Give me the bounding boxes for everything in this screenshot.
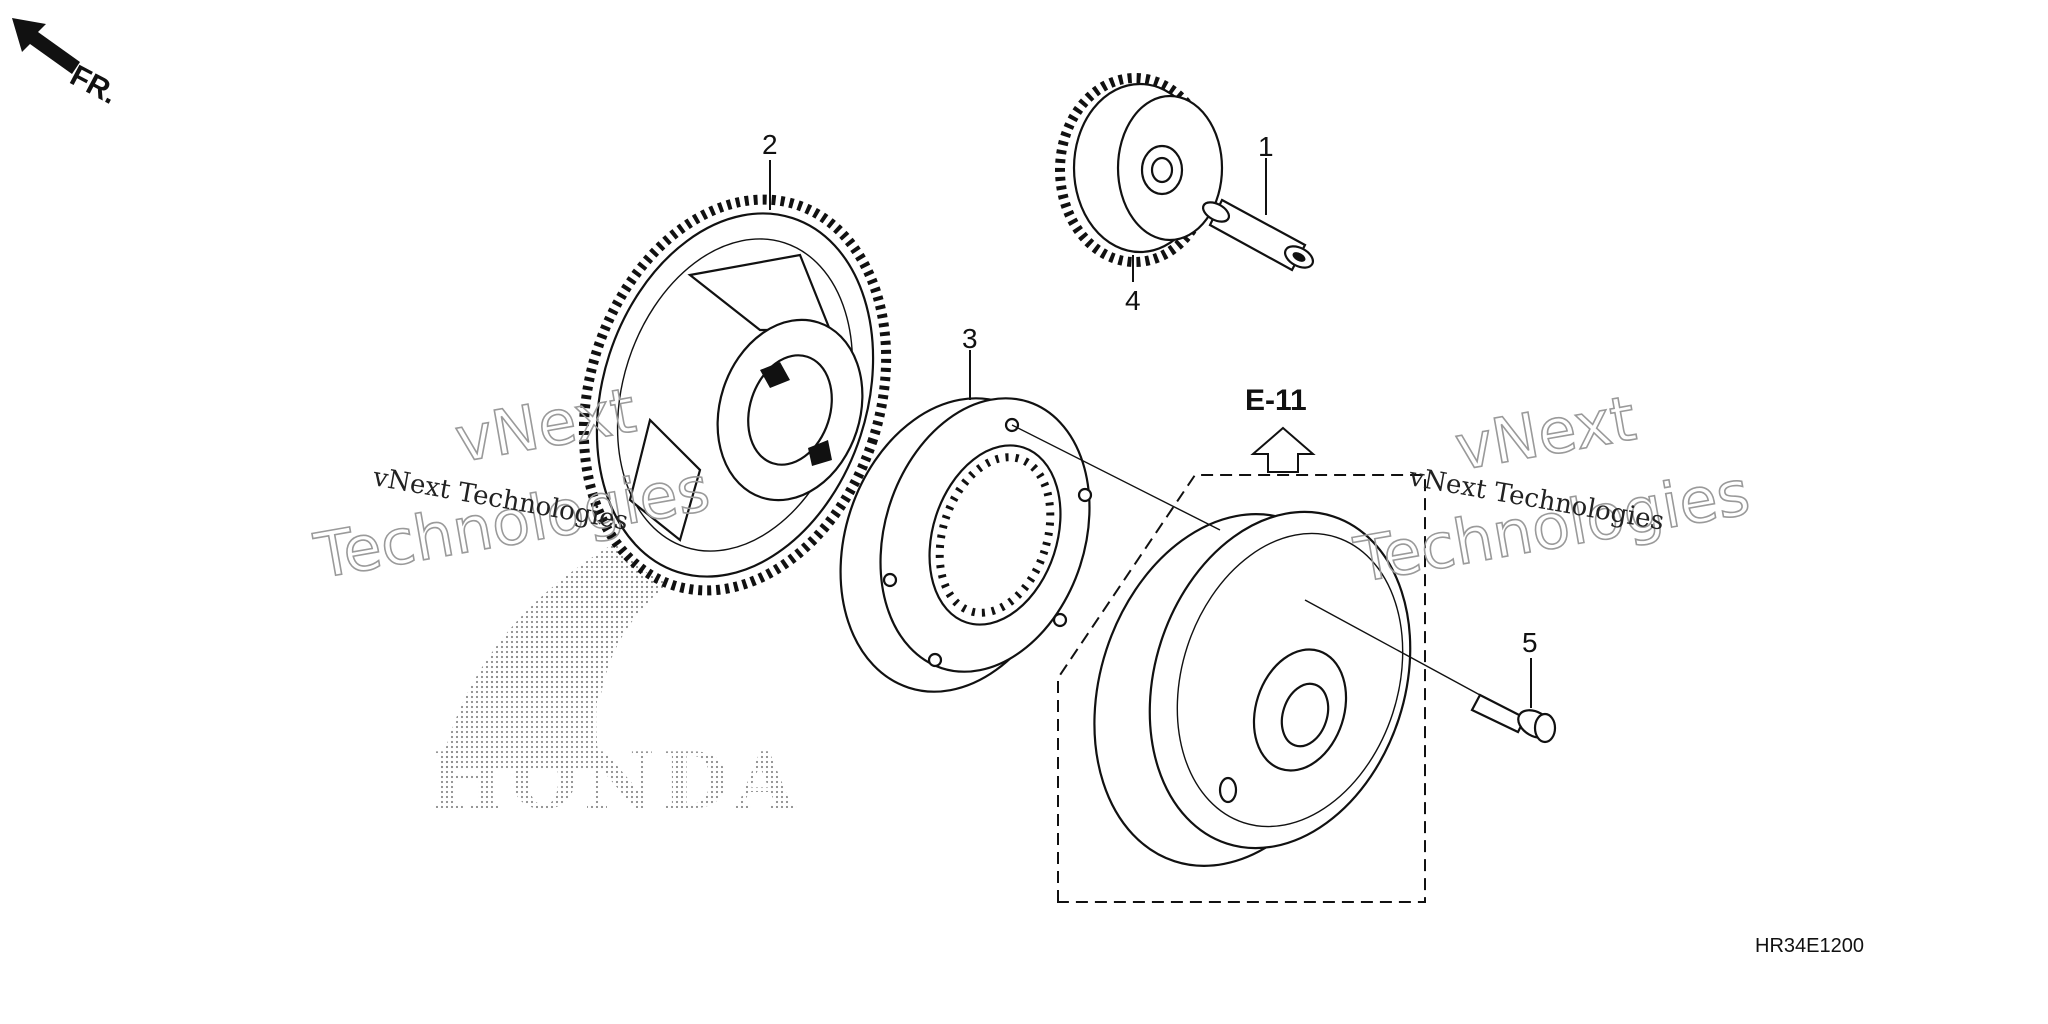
reduction-gear bbox=[1055, 73, 1224, 267]
up-arrow-icon bbox=[1250, 426, 1316, 473]
callout-5: 5 bbox=[1522, 627, 1538, 658]
flange-bolt bbox=[1470, 693, 1557, 744]
diagram-code: HR34E1200 bbox=[1755, 935, 1864, 957]
reference-label[interactable]: E-11 bbox=[1245, 384, 1307, 417]
front-direction-arrow-icon bbox=[12, 18, 80, 74]
starter-one-way-clutch bbox=[839, 397, 1093, 693]
flywheel-reference bbox=[1057, 474, 1426, 903]
callout-4: 4 bbox=[1125, 285, 1141, 316]
leader-lines bbox=[769, 158, 1532, 708]
starter-driven-gear bbox=[578, 194, 892, 596]
callout-3: 3 bbox=[962, 323, 978, 354]
shaft bbox=[1201, 198, 1315, 272]
callout-2: 2 bbox=[762, 129, 778, 160]
callout-1: 1 bbox=[1258, 131, 1274, 162]
honda-logo-text: HONDA bbox=[430, 736, 801, 827]
honda-wing-logo: HONDA bbox=[430, 462, 880, 827]
watermark-line1-right: vNext bbox=[1450, 381, 1641, 484]
